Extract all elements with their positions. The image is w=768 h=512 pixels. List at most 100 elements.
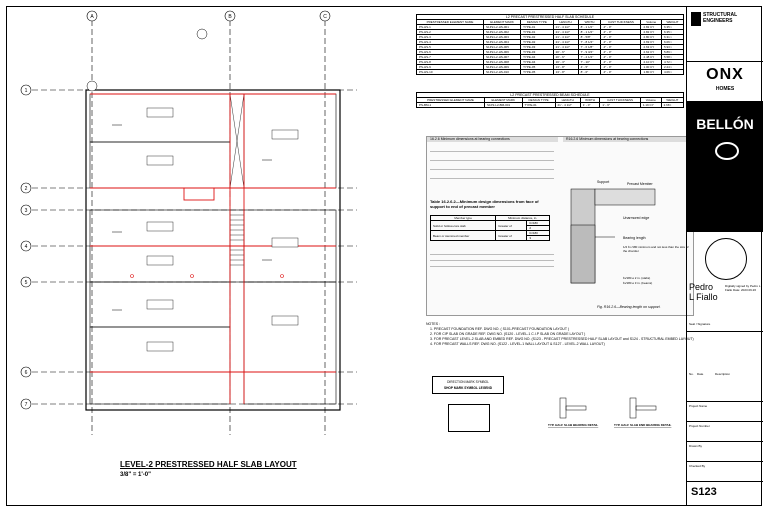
firm-name-top: STRUCTURAL — [703, 12, 738, 18]
detail-title: TYP. HALF SLAB END BEARING DETAIL — [614, 423, 672, 427]
grid-label-4: 4 — [25, 244, 28, 250]
plan-title: LEVEL-2 PRESTRESSED HALF SLAB LAYOUT — [120, 460, 297, 469]
reference-left-heading: 16.2.6 Minimum dimensions at bearing con… — [427, 137, 558, 142]
project-name: BELLÓN — [696, 116, 754, 132]
section-marker — [196, 28, 208, 40]
fig-label-minimum: 1/2 ℓn /180 minimum and not less than th… — [623, 245, 689, 253]
bearing-figure: Support Precast Member Unarmored edge Be… — [570, 180, 689, 285]
note-item: 4. FOR PRECAST WALLS REF. DWG NO. (S122 … — [430, 342, 605, 346]
slab-panel — [89, 93, 231, 143]
slab-panel — [243, 281, 337, 373]
slab-panel — [89, 371, 231, 405]
reference-body-text-2 — [430, 249, 554, 270]
shop-mark-legend-diagram — [448, 404, 490, 432]
grid-label-7: 7 — [25, 402, 28, 408]
note-item: 2. FOR CIP SLAB ON GRADE REF. DWG NO. (S… — [430, 332, 586, 336]
reference-right-heading: R16.2.6 Minimum dimensions at bearing co… — [563, 137, 692, 142]
seal-label: Seal / Signature — [689, 322, 711, 326]
bearing-detail-2: TYP. HALF SLAB END BEARING DETAIL — [614, 397, 672, 427]
section-marker — [86, 80, 98, 92]
slab-panel — [243, 371, 337, 405]
project-name-label: Project Name — [689, 404, 708, 408]
seal-section: Pedro L Fiallo Digitally signed by Pedro… — [687, 232, 763, 332]
schedule-cell: 1.19 CY — [639, 102, 662, 108]
project-section: BELLÓN — [687, 102, 763, 232]
signature-note: Digitally signed by Pedro L Fiallo Date:… — [725, 284, 761, 292]
grid-bubble-a — [86, 10, 98, 22]
schedule-cell: TYPE-01 — [521, 102, 556, 108]
schedule-cell: PS-HS-10 — [415, 69, 485, 75]
schedule-cell: 8' - 0" — [577, 69, 602, 75]
firm-logo-section: STRUCTURAL ENGINEERS — [687, 6, 763, 62]
grid-bubble-b — [224, 10, 236, 22]
checked-by-label: Checked By — [689, 464, 706, 468]
drawing-sheet — [6, 6, 762, 506]
grid-label-6: 6 — [25, 370, 28, 376]
signer-last-name: L Fiallo — [689, 292, 718, 302]
schedule-cell: 1' - 0" — [579, 102, 601, 108]
engineer-seal — [705, 238, 747, 280]
schedule-title: L2 PRECAST PRESTRESSED HALF SLAB SCHEDUL… — [416, 14, 684, 19]
detail-title: TYP. HALF SLAB BEARING DETAIL — [548, 423, 598, 427]
schedule-cell: S1P2-L2-BM-001 — [483, 102, 523, 108]
embed-marker — [130, 274, 134, 278]
grid-label-3: 3 — [25, 208, 28, 214]
notes-title: NOTES : — [426, 322, 441, 326]
legend-shop-mark: SHOP MARK SYMBOL LEGEND — [443, 386, 493, 390]
note-item: 1. PRECAST FOUNDATION REF. DWG NO. ( S10… — [430, 327, 570, 331]
note-item: 3. FOR PRECAST LEVEL-2 SLAB AND EMBED RE… — [430, 337, 694, 341]
floor-plan-drawing: A B C 1 2 3 4 5 6 7 — [20, 10, 357, 435]
revision-section: No. Date Description — [687, 332, 763, 402]
beam-schedule-table: L2 PRECAST PRESTRESSED BEAM SCHEDULE PRE… — [416, 92, 685, 108]
schedule-cell: PS-BM-1 — [416, 102, 485, 108]
grid-bubble-6 — [20, 366, 32, 378]
embed-marker — [190, 274, 194, 278]
fig-label-support: Support — [597, 180, 609, 184]
drawn-by-label: Drawn By — [689, 444, 703, 448]
title-block: STRUCTURAL ENGINEERS ONX HOMES BELLÓN Pe… — [686, 6, 763, 506]
grid-bubble-c — [319, 10, 331, 22]
fig-label-beams: ℓn/180 ≥ 3 in. (beams) — [623, 281, 652, 285]
grid-bubble-7 — [20, 398, 32, 410]
embed-marker — [280, 274, 284, 278]
fig-label-bearing-length: Bearing length — [623, 236, 646, 240]
schedule-cell: 21' - 4 1/2" — [554, 102, 581, 108]
project-number-label: Project Number — [689, 424, 710, 428]
schedule-cell: 4" - 0" — [600, 69, 642, 75]
grid-label-5: 5 — [25, 280, 28, 286]
schedule-title: L2 PRECAST PRESTRESSED BEAM SCHEDULE — [416, 92, 684, 97]
legend-direction-mark: DIRECTION MARK SYMBOL — [447, 380, 489, 384]
grid-label-2: 2 — [25, 186, 28, 192]
beam-line — [183, 187, 215, 201]
half-slab-schedule-table: L2 PRECAST PRESTRESSED HALF SLAB SCHEDUL… — [415, 14, 685, 75]
grid-bubble-3 — [20, 204, 32, 216]
fig-label-slabs: ℓn/180 ≥ 2 in. (slabs) — [623, 276, 650, 280]
bearing-detail-1: TYP. HALF SLAB BEARING DETAIL — [548, 397, 598, 427]
figure-caption: Fig. R16.2.6—Bearing length on support. — [597, 305, 661, 309]
grid-label-1: 1 — [25, 88, 28, 94]
client-logo: ONX — [706, 66, 744, 83]
grid-label-b: B — [228, 14, 232, 20]
schedule-cell: 1' - 6" — [599, 102, 641, 108]
legend-box: DIRECTION MARK SYMBOL SHOP MARK SYMBOL L… — [432, 376, 504, 394]
grid-bubble-5 — [20, 276, 32, 288]
grid-label-a: A — [90, 14, 94, 20]
reference-body-text — [430, 145, 554, 205]
schedule-cell: TYPE-05 — [520, 69, 554, 75]
general-notes: NOTES : 1. PRECAST FOUNDATION REF. DWG N… — [426, 322, 696, 347]
firm-name: ENGINEERS — [703, 18, 733, 24]
sheet-number: S123 — [691, 486, 717, 498]
fig-label-precast-member: Precast Member — [627, 182, 654, 186]
schedule-cell: 1.80 CY — [640, 69, 662, 75]
fig-label-unarmored-edge: Unarmored edge — [623, 216, 649, 220]
client-section: ONX HOMES — [687, 62, 763, 102]
firm-logo-icon — [691, 12, 701, 26]
grid-bubble-1 — [20, 84, 32, 96]
project-logo-icon — [715, 142, 739, 160]
